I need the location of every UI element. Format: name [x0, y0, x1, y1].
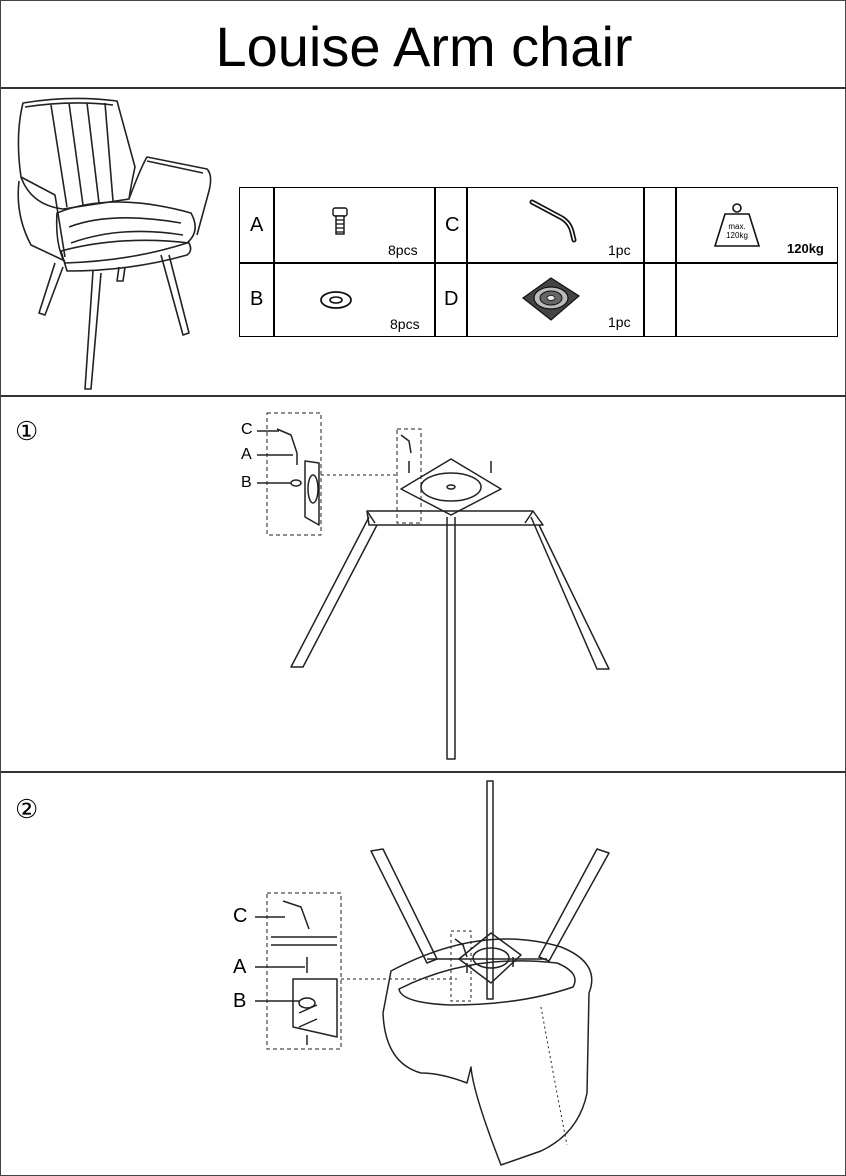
- step-2-callout-b: B: [233, 990, 247, 1012]
- part-a-qty: 8pcs: [388, 242, 418, 258]
- bolt-icon: [332, 207, 348, 235]
- step-1-callout-a: A: [241, 446, 252, 463]
- step-2-section: ②: [1, 773, 846, 1175]
- step-2-illustration: [255, 780, 610, 1166]
- part-a-letter: A: [250, 214, 264, 236]
- swivel-plate-icon: [521, 277, 581, 321]
- step-2-callout-c: C: [233, 905, 248, 927]
- divider: [1, 87, 846, 89]
- part-d-qty: 1pc: [608, 314, 631, 330]
- step-1-illustration: [257, 412, 610, 760]
- step-1-callout-c: C: [241, 421, 253, 438]
- washer-icon: [320, 291, 352, 309]
- parts-section: A 8pcs C 1pc max.: [1, 89, 846, 395]
- page-title: Louise Arm chair: [215, 15, 633, 78]
- step-1-number: ①: [15, 417, 39, 447]
- parts-table: A 8pcs C 1pc max.: [239, 187, 838, 337]
- step-2-callout-a: A: [233, 956, 247, 978]
- step-1-section: ①: [1, 397, 846, 771]
- step-2-number: ②: [15, 795, 39, 825]
- part-c-letter: C: [445, 214, 460, 236]
- part-b-letter: B: [250, 288, 264, 310]
- weight-max-text: max. 120kg: [726, 222, 748, 240]
- divider: [1, 771, 846, 773]
- weight-label: 120kg: [787, 241, 824, 256]
- part-c-qty: 1pc: [608, 242, 631, 258]
- part-b-qty: 8pcs: [390, 316, 420, 332]
- weight-icon: [713, 203, 761, 247]
- step-1-callout-b: B: [241, 474, 252, 491]
- allen-key-icon: [529, 199, 577, 243]
- chair-illustration: [17, 97, 212, 390]
- divider: [1, 395, 846, 397]
- part-d-letter: D: [444, 288, 459, 310]
